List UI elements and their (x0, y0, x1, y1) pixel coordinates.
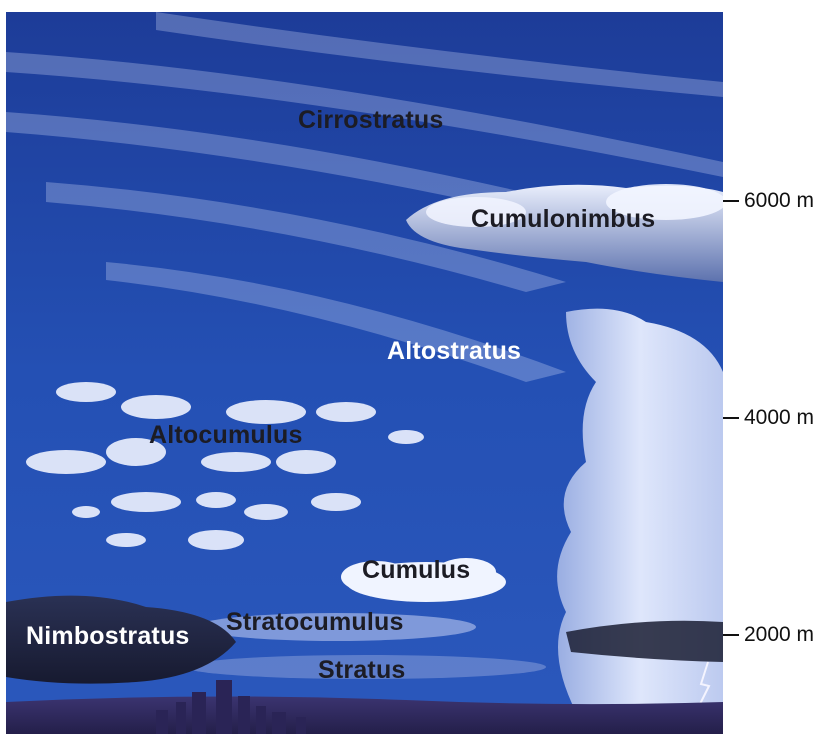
label-altocumulus: Altocumulus (149, 421, 303, 450)
label-stratocumulus: Stratocumulus (226, 608, 404, 637)
label-nimbostratus: Nimbostratus (26, 622, 190, 651)
label-cirrostratus: Cirrostratus (298, 106, 444, 135)
altitude-label-6000: 6000 m (744, 189, 814, 213)
altitude-label-2000: 2000 m (744, 623, 814, 647)
altitude-tick-4000 (723, 417, 739, 419)
label-cumulonimbus: Cumulonimbus (471, 205, 655, 234)
altitude-tick-2000 (723, 634, 739, 636)
altitude-label-4000: 4000 m (744, 406, 814, 430)
altitude-tick-6000 (723, 200, 739, 202)
label-altostratus: Altostratus (387, 337, 521, 366)
label-cumulus: Cumulus (362, 556, 470, 585)
label-stratus: Stratus (318, 656, 406, 685)
